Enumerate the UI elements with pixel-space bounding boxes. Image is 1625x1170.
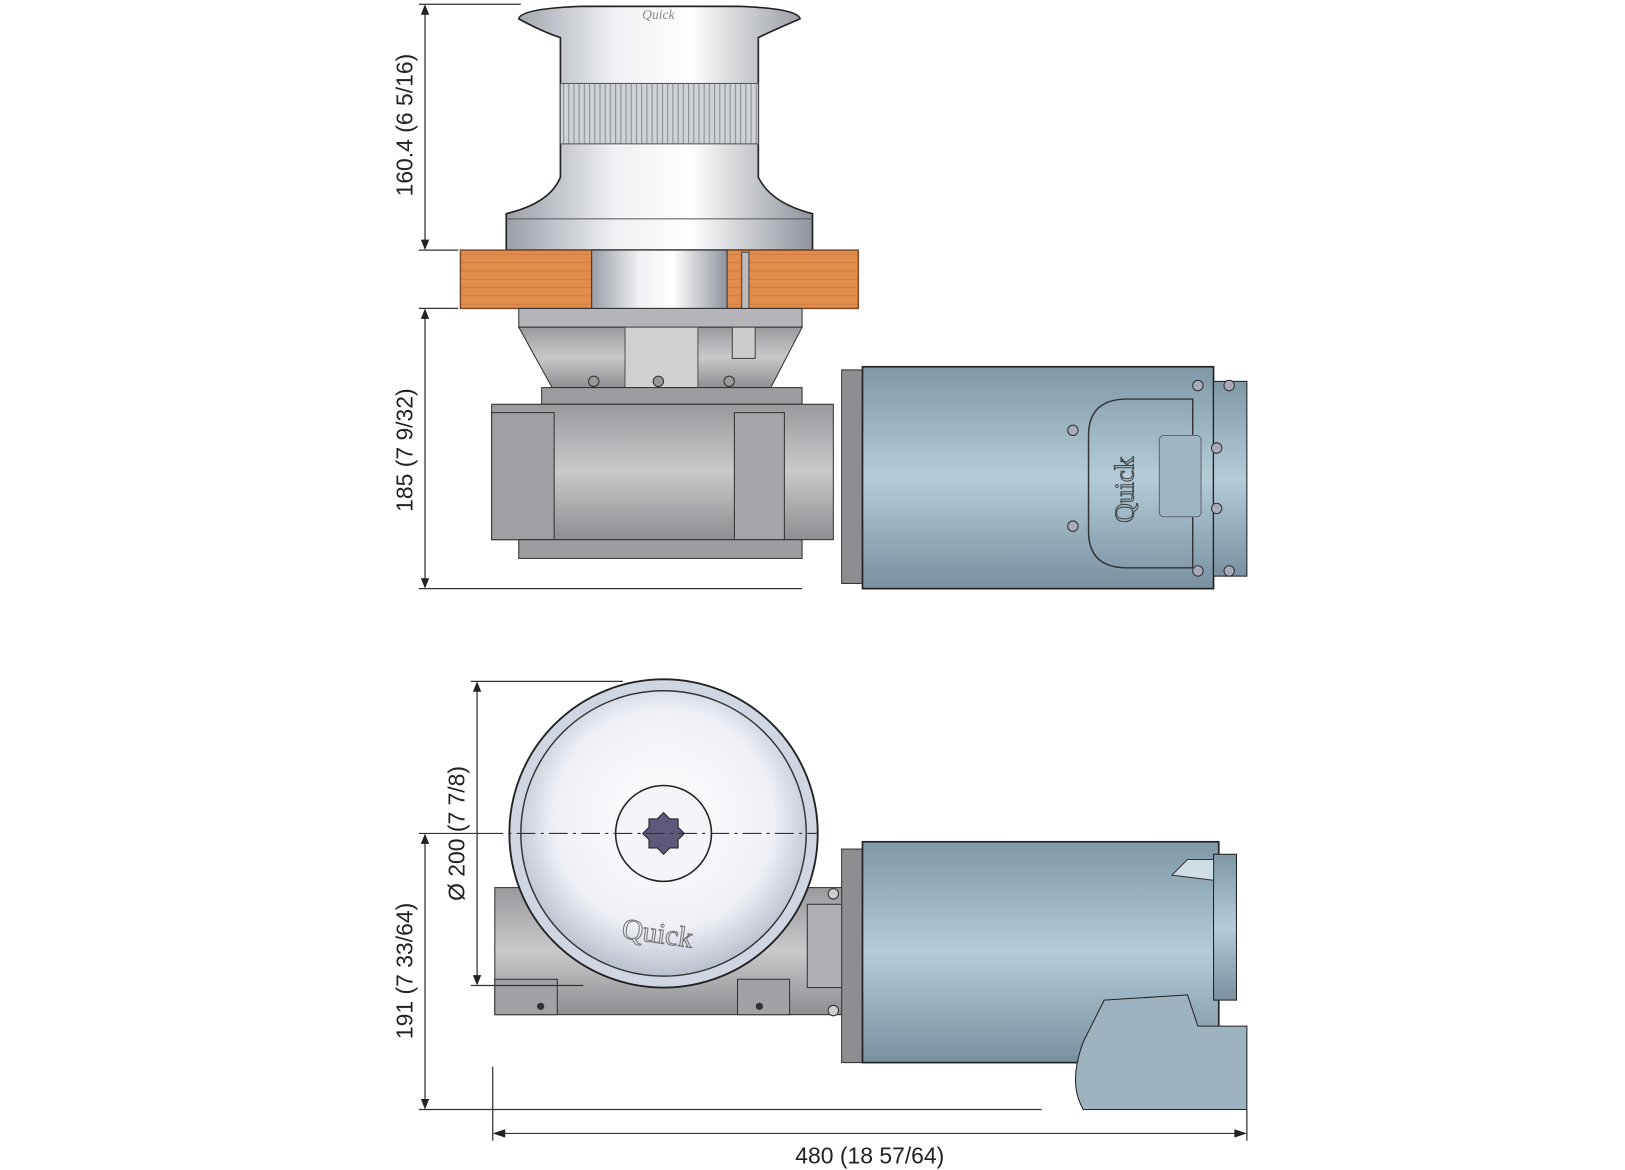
mount-hole-icon [755, 1002, 764, 1010]
dimension-under-deck: 185 (7 9/32) [392, 307, 803, 590]
screw-icon [1067, 520, 1079, 532]
bolt-icon [652, 375, 665, 388]
motor-plan [827, 840, 1248, 1111]
gearbox-side [491, 307, 834, 559]
motor-logo: Quick [1109, 456, 1139, 523]
bolt-icon [723, 375, 735, 388]
dimension-capstan-height: 160.4 (6 5/16) [392, 3, 521, 251]
dim-under-deck-label: 185 (7 9/32) [392, 388, 418, 512]
capstan-drum: Quick [505, 5, 814, 251]
dim-capstan-height-label: 160.4 (6 5/16) [392, 54, 418, 197]
side-elevation-view: Quick Quick [392, 3, 1248, 590]
screw-icon [1210, 502, 1223, 515]
screw-icon [1223, 565, 1235, 577]
dim-plan-height-label: 191 (7 33/64) [392, 903, 418, 1039]
bolt-icon [827, 1004, 840, 1017]
screw-icon [1210, 442, 1223, 454]
motor-side: Quick [841, 365, 1248, 590]
screw-icon [1223, 379, 1235, 392]
screw-icon [1192, 379, 1204, 392]
screw-icon [1067, 424, 1079, 437]
dim-overall-length-label: 480 (18 57/64) [795, 1143, 944, 1169]
capstan-logo: Quick [642, 7, 675, 22]
dimension-plan-height: 191 (7 33/64) [392, 832, 1042, 1111]
bolt-icon [827, 888, 840, 900]
dimension-overall-length: 480 (18 57/64) [492, 1066, 1248, 1169]
plan-view: Quick Ø 200 (7 7/8) 191 (7 33/64) [392, 678, 1248, 1169]
drum-top: Quick [484, 678, 819, 989]
mount-hole-icon [536, 1002, 545, 1010]
bolt-icon [588, 375, 600, 388]
screw-icon [1192, 565, 1204, 577]
